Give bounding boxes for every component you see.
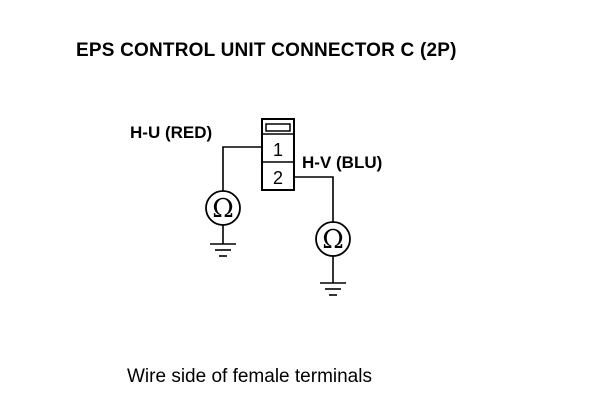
wires xyxy=(222,146,334,222)
connector-latch xyxy=(265,123,291,132)
wire-label-pin-2: H-V (BLU) xyxy=(302,153,382,172)
pin-2-number: 2 xyxy=(273,168,283,188)
wire-pin-1 xyxy=(222,146,262,191)
connector-outline xyxy=(261,118,295,191)
ohmmeter-icon: Ω xyxy=(322,225,344,255)
diagram-caption: Wire side of female terminals xyxy=(127,366,372,387)
wire-label-pin-1: H-U (RED) xyxy=(130,123,212,142)
ground-icon xyxy=(210,225,236,257)
ohmmeter-icon: Ω xyxy=(212,194,234,224)
connector-c xyxy=(261,118,295,191)
wire-pin-2 xyxy=(294,176,334,222)
ohmmeter-1: Ω xyxy=(205,190,241,257)
pin-1-number: 1 xyxy=(273,140,283,160)
ohmmeter-2: Ω xyxy=(315,221,351,296)
ground-icon xyxy=(320,256,346,296)
diagram-title: EPS CONTROL UNIT CONNECTOR C (2P) xyxy=(76,40,457,61)
